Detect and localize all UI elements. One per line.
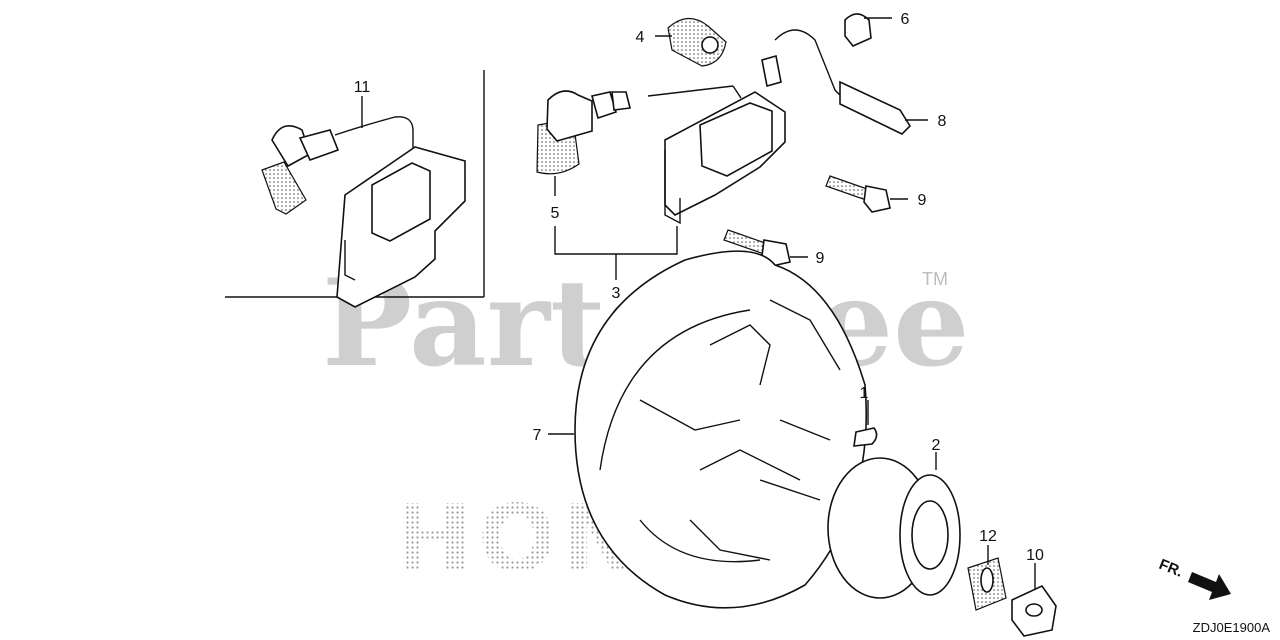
flywheel [574,250,868,609]
callout-8: 8 [938,113,947,130]
wire-harness [761,29,912,135]
callout-11: 11 [354,79,371,96]
callout-6: 6 [901,11,910,28]
wire-clamp [844,13,872,47]
callout-1: 1 [860,385,869,402]
starter-pulley [827,457,961,599]
callout-5: 5 [551,205,560,222]
flange-nut [1011,584,1057,637]
diagram-code: ZDJ0E1900A [1193,620,1271,635]
woodruff-key [853,427,878,447]
front-direction-marker: FR. [1157,556,1231,600]
callout-4: 4 [636,29,645,46]
front-arrow-icon [1188,572,1231,600]
callout-7: 7 [533,427,542,444]
bolt-upper [825,175,891,213]
ignition-coil-inset [261,116,466,308]
callout-labels: 1 2 3 4 5 6 7 8 9 9 10 11 12 [354,11,1044,564]
front-marker-label: FR. [1157,556,1186,581]
watermark-trademark: TM [922,269,948,289]
callout-12: 12 [979,528,997,545]
callout-2: 2 [932,437,941,454]
washer [967,557,1007,611]
spark-plug-cap [536,90,631,175]
callout-9-lower: 9 [816,250,825,267]
ground-wire-cap [667,17,727,67]
callout-3: 3 [612,285,621,302]
ignition-coil [647,85,786,225]
leader-lines [361,17,1036,590]
callout-10: 10 [1026,547,1044,564]
callout-9-upper: 9 [918,192,927,209]
